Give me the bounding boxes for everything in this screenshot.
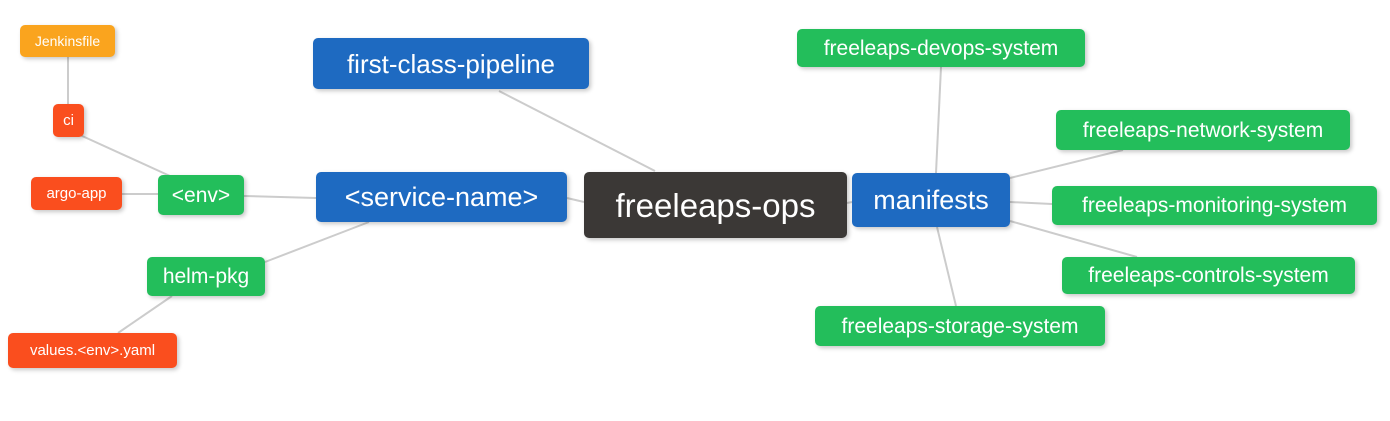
node-label-service-name: <service-name> <box>344 181 539 212</box>
node-label-manifests: manifests <box>873 184 989 215</box>
node-helm-pkg[interactable]: helm-pkg <box>147 257 265 296</box>
node-label-freeleaps-controls-system: freeleaps-controls-system <box>1088 264 1329 287</box>
edge-helm-pkg--service-name <box>264 221 370 263</box>
edge-manifests--freeleaps-storage-system <box>936 226 957 307</box>
node-label-jenkinsfile: Jenkinsfile <box>34 33 101 49</box>
edge-ci--env <box>79 134 171 177</box>
node-first-class-pipeline[interactable]: first-class-pipeline <box>313 38 589 89</box>
edge-values-env-yaml--helm-pkg <box>117 295 173 334</box>
edge-manifests--freeleaps-devops-system <box>935 66 942 174</box>
node-manifests[interactable]: manifests <box>852 173 1010 227</box>
edge-manifests--freeleaps-controls-system <box>1009 220 1138 258</box>
node-values-env-yaml[interactable]: values.<env>.yaml <box>8 333 177 368</box>
edge-env--service-name <box>243 195 317 199</box>
node-freeleaps-controls-system[interactable]: freeleaps-controls-system <box>1062 257 1355 294</box>
node-freeleaps-monitoring-system[interactable]: freeleaps-monitoring-system <box>1052 186 1377 225</box>
node-label-first-class-pipeline: first-class-pipeline <box>346 48 556 79</box>
node-env[interactable]: <env> <box>158 175 244 215</box>
node-label-freeleaps-network-system: freeleaps-network-system <box>1082 118 1324 142</box>
node-label-freeleaps-ops: freeleaps-ops <box>615 186 816 224</box>
edge-manifests--freeleaps-network-system <box>1009 149 1124 179</box>
node-label-helm-pkg: helm-pkg <box>162 265 250 288</box>
node-freeleaps-storage-system[interactable]: freeleaps-storage-system <box>815 306 1105 346</box>
node-freeleaps-ops[interactable]: freeleaps-ops <box>584 172 847 238</box>
node-label-env: <env> <box>171 183 231 207</box>
node-jenkinsfile[interactable]: Jenkinsfile <box>20 25 115 57</box>
node-label-freeleaps-monitoring-system: freeleaps-monitoring-system <box>1082 194 1347 217</box>
node-label-argo-app: argo-app <box>46 185 107 202</box>
node-label-values-env-yaml: values.<env>.yaml <box>29 342 156 359</box>
node-label-ci: ci <box>63 112 74 129</box>
edge-service-name--freeleaps-ops <box>566 197 585 203</box>
node-freeleaps-network-system[interactable]: freeleaps-network-system <box>1056 110 1350 150</box>
edge-freeleaps-ops--manifests <box>846 201 853 204</box>
node-freeleaps-devops-system[interactable]: freeleaps-devops-system <box>797 29 1085 67</box>
edge-manifests--freeleaps-monitoring-system <box>1009 201 1053 205</box>
node-service-name[interactable]: <service-name> <box>316 172 567 222</box>
node-label-freeleaps-devops-system: freeleaps-devops-system <box>823 36 1059 60</box>
node-argo-app[interactable]: argo-app <box>31 177 122 210</box>
node-label-freeleaps-storage-system: freeleaps-storage-system <box>841 314 1079 338</box>
edge-first-class-pipeline--freeleaps-ops <box>498 90 656 172</box>
node-ci[interactable]: ci <box>53 104 84 137</box>
